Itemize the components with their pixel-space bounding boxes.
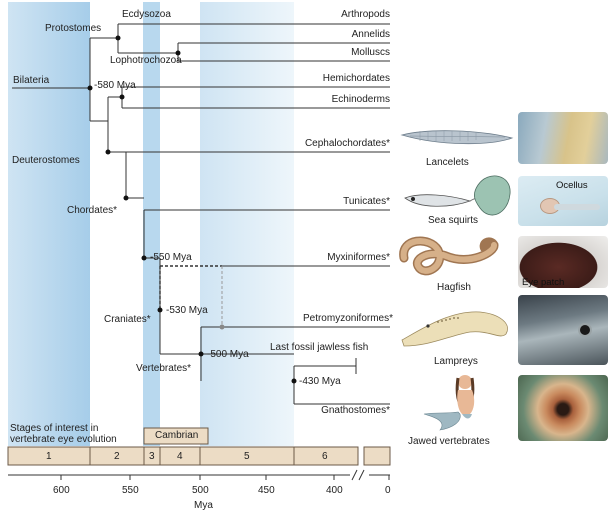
taxon-tunicates: Tunicates* xyxy=(343,196,390,207)
taxon-last-fossil-jawless-fish: Last fossil jawless fish xyxy=(270,342,369,353)
axis-tick-0: 0 xyxy=(385,485,391,496)
tree-nodes xyxy=(87,35,297,384)
caption-lancelets: Lancelets xyxy=(426,157,469,168)
lamprey-illustration xyxy=(401,311,508,347)
clade-bilateria: Bilateria xyxy=(13,75,50,86)
taxon-hemichordates: Hemichordates xyxy=(322,73,390,84)
stage-number-5: 5 xyxy=(244,451,250,462)
caption-jawed-vertebrates: Jawed vertebrates xyxy=(408,436,490,447)
stage-band-3 xyxy=(143,2,160,446)
mermaid-illustration xyxy=(423,375,475,431)
stage-band-1 xyxy=(8,2,90,446)
axis-label-mya: Mya xyxy=(194,500,213,511)
hagfish-photo xyxy=(518,236,608,288)
axis-tick-450: 450 xyxy=(258,485,275,496)
cambrian-label: Cambrian xyxy=(155,430,199,441)
stage-number-1: 1 xyxy=(46,451,52,462)
caption-sea-squirts: Sea squirts xyxy=(428,215,479,226)
stages-title-line2: vertebrate eye evolution xyxy=(10,434,117,445)
taxon-echinoderms: Echinoderms xyxy=(331,94,390,105)
stage-number-2: 2 xyxy=(114,451,120,462)
stage-number-3: 3 xyxy=(149,451,155,462)
lancelet-photo xyxy=(518,112,608,164)
taxon-petromyzoniformes: Petromyzoniformes* xyxy=(302,313,393,324)
stage-number-4: 4 xyxy=(177,451,183,462)
taxon-molluscs: Molluscs xyxy=(351,47,390,58)
ocellus-label: Ocellus xyxy=(556,180,588,191)
age-580-mya: -580 Mya xyxy=(94,80,136,91)
stage-number-6: 6 xyxy=(322,451,328,462)
taxon-arthropods: Arthropods xyxy=(341,9,390,20)
axis-tick-500: 500 xyxy=(192,485,209,496)
taxon-cephalochordates: Cephalochordates* xyxy=(304,138,390,149)
clade-protostomes: Protostomes xyxy=(45,23,102,34)
clade-deuterostomes: Deuterostomes xyxy=(12,155,80,166)
lamprey-node xyxy=(219,324,225,330)
taxon-gnathostomes: Gnathostomes* xyxy=(321,405,390,416)
jawed-vertebrate-eye-photo xyxy=(518,375,608,441)
stages-title-line1: Stages of interest in xyxy=(10,423,99,434)
caption-hagfish: Hagfish xyxy=(437,282,471,293)
hagfish-dashed-branch xyxy=(159,265,222,310)
clade-chordates: Chordates* xyxy=(67,205,118,216)
axis-tick-600: 600 xyxy=(53,485,70,496)
caption-lampreys: Lampreys xyxy=(434,356,478,367)
clade-vertebrates: Vertebrates* xyxy=(136,363,192,374)
taxon-myxiniformes: Myxiniformes* xyxy=(327,252,390,263)
lamprey-photo xyxy=(518,295,608,365)
axis-tick-400: 400 xyxy=(326,485,343,496)
age-550-mya: -550 Mya xyxy=(150,252,192,263)
stage-bar xyxy=(7,446,391,466)
eye-patch-label: Eye patch xyxy=(522,277,565,288)
age-530-mya: -530 Mya xyxy=(166,305,208,316)
sea-squirt-photo xyxy=(518,176,608,226)
axis-tick-550: 550 xyxy=(122,485,139,496)
age-430-mya: -430 Mya xyxy=(299,376,341,387)
clade-lophotrochozoa: Lophotrochozoa xyxy=(110,55,182,66)
sea-squirt-illustration xyxy=(404,175,511,216)
hagfish-illustration xyxy=(399,236,499,276)
clade-ecdysozoa: Ecdysozoa xyxy=(122,9,171,20)
lancelet-illustration xyxy=(400,130,514,145)
cambrian-box xyxy=(143,427,209,445)
time-axis xyxy=(8,469,390,481)
taxon-annelids: Annelids xyxy=(351,29,390,40)
clade-craniates: Craniates* xyxy=(104,314,151,325)
age-500-mya: -500 Mya xyxy=(207,349,249,360)
stage-band-5 xyxy=(200,2,294,446)
